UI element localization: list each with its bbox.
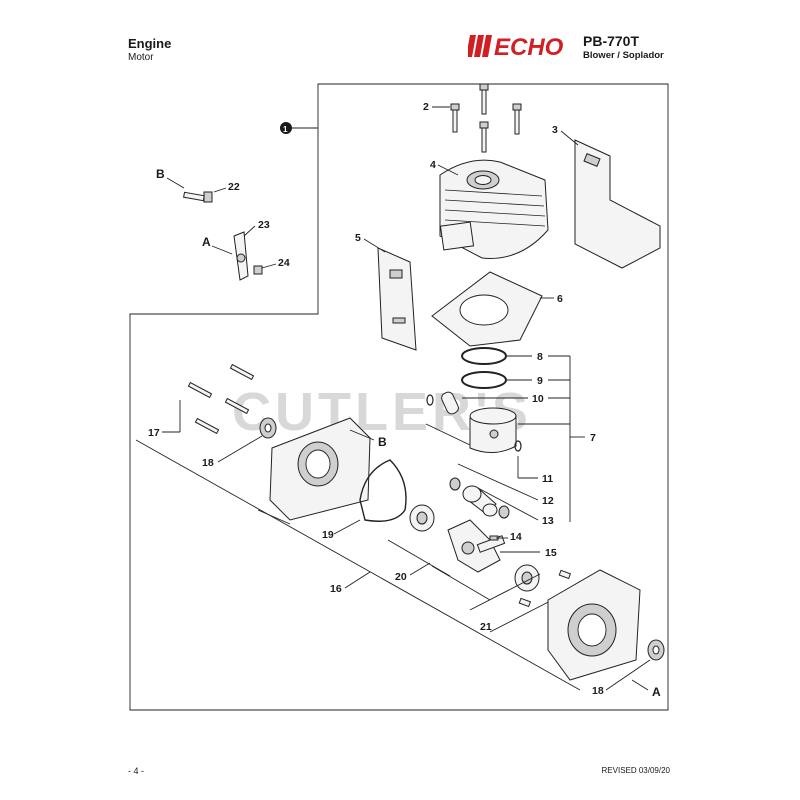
callout-18-left: 18 — [202, 457, 214, 469]
callout-6: 6 — [557, 293, 563, 305]
callout-24: 24 — [278, 257, 290, 269]
callout-4: 4 — [430, 159, 436, 171]
crankcase-gasket — [359, 459, 407, 522]
thrust-washer-right — [498, 505, 510, 519]
reference-A-bottom: A — [652, 685, 661, 699]
echo-logo: ECHO — [468, 34, 564, 59]
callout-22: 22 — [228, 181, 240, 193]
page-title: Engine — [128, 36, 172, 51]
piston — [469, 407, 517, 453]
group-1-badge — [280, 122, 292, 134]
crankcase-right — [547, 569, 641, 681]
reference-B-top: B — [156, 167, 165, 181]
piston-clip-left — [426, 394, 434, 406]
callout-9: 9 — [537, 375, 543, 387]
callout-7: 7 — [590, 432, 596, 444]
callout-21: 21 — [480, 621, 492, 633]
heat-shield — [574, 139, 661, 269]
group-1-outline — [129, 83, 669, 711]
screw-24 — [253, 265, 263, 275]
oil-seal-right — [647, 639, 665, 661]
dowel-pin-upper — [558, 569, 572, 580]
brand-text: ECHO — [494, 34, 564, 59]
page-number: - 4 - — [128, 766, 145, 776]
callout-23: 23 — [258, 219, 270, 231]
cylinder-gasket — [431, 271, 543, 347]
callout-10: 10 — [532, 393, 544, 405]
callout-19: 19 — [322, 529, 334, 541]
callout-17: 17 — [148, 427, 160, 439]
oil-seal-left — [259, 417, 277, 439]
insulator-gasket — [377, 247, 417, 351]
model-subtitle: Blower / Soplador — [583, 50, 664, 61]
callout-13: 13 — [542, 515, 554, 527]
piston-ring-upper — [461, 347, 507, 365]
revision-date: REVISED 03/09/20 — [601, 766, 670, 775]
model-number: PB-770T — [583, 33, 640, 49]
dowel-pin-lower — [518, 597, 532, 608]
connecting-rod — [462, 485, 498, 517]
callout-18-right: 18 — [592, 685, 604, 697]
callout-14: 14 — [510, 531, 522, 543]
cylinder-bolts — [450, 83, 522, 153]
group-1-number: 1 — [283, 125, 288, 134]
callout-3: 3 — [552, 124, 558, 136]
callout-8: 8 — [537, 351, 543, 363]
bracket-23 — [233, 231, 249, 281]
reference-B-bottom: B — [378, 435, 387, 449]
page-subtitle: Motor — [128, 52, 154, 63]
piston-pin — [441, 391, 459, 415]
callout-11: 11 — [542, 473, 553, 485]
cylinder — [439, 159, 549, 259]
callout-16: 16 — [330, 583, 342, 595]
main-bearing-left — [409, 504, 435, 532]
reference-A-top: A — [202, 235, 211, 249]
callout-15: 15 — [545, 547, 557, 559]
main-bearing-right — [514, 564, 540, 592]
crankcase-screws — [187, 363, 255, 435]
callout-2: 2 — [423, 101, 429, 113]
piston-clip-right — [514, 440, 522, 452]
callout-12: 12 — [542, 495, 554, 507]
crankcase-left — [269, 417, 371, 521]
callout-5: 5 — [355, 232, 361, 244]
bracket-7 — [425, 355, 585, 522]
crankshaft — [447, 519, 506, 573]
bolt-22 — [183, 191, 213, 203]
callout-20: 20 — [395, 571, 407, 583]
thrust-washer-left — [449, 477, 461, 491]
